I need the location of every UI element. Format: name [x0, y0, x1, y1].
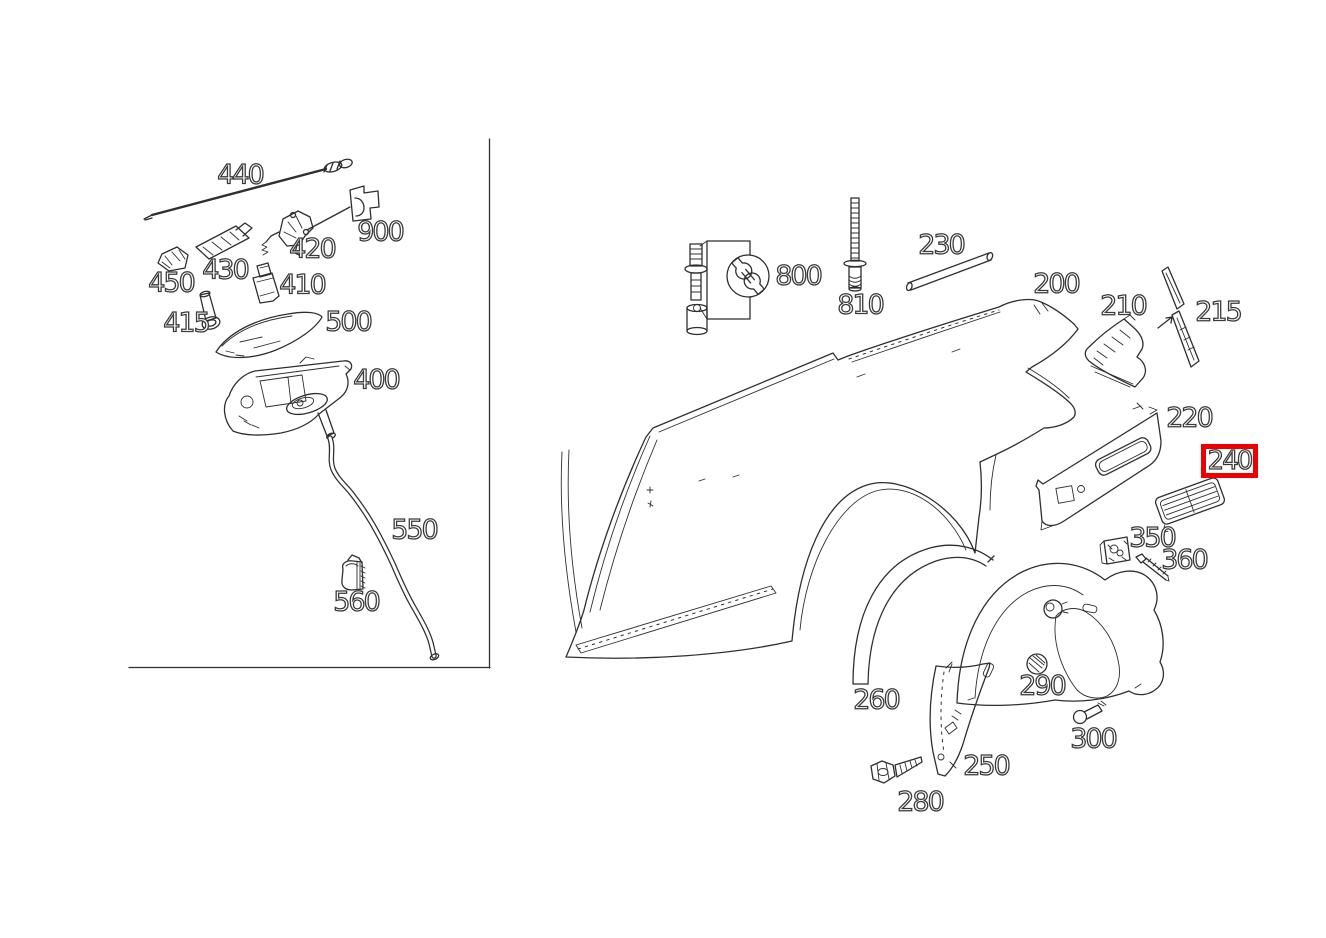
part-label-550[interactable]: 550	[391, 514, 440, 546]
part-label-360[interactable]: 360	[1161, 544, 1210, 576]
part-label-240: 240	[1207, 446, 1254, 476]
screw-360-drawing	[1135, 553, 1170, 582]
bracket-350-drawing	[1099, 536, 1131, 565]
part-label-560[interactable]: 560	[333, 586, 382, 618]
part-label-420[interactable]: 420	[289, 233, 338, 265]
vent-grille-240-drawing	[1154, 477, 1226, 533]
filler-housing-400-drawing	[223, 356, 353, 440]
part-label-400[interactable]: 400	[353, 364, 402, 396]
drain-hose-550-drawing	[327, 435, 440, 661]
part-label-410[interactable]: 410	[279, 269, 328, 301]
hinge-bracket-430-drawing	[195, 222, 253, 260]
wrench-icon	[731, 257, 765, 295]
part-label-900[interactable]: 900	[357, 216, 406, 248]
part-label-250[interactable]: 250	[963, 750, 1012, 782]
release-mechanism-420-drawing	[261, 210, 314, 257]
bracket-900-drawing	[306, 185, 380, 231]
sleeve-230-drawing	[905, 251, 994, 292]
part-label-430[interactable]: 430	[202, 254, 251, 286]
hose-clip-560-drawing	[341, 554, 366, 591]
plug-300-drawing	[1072, 700, 1107, 725]
part-label-440[interactable]: 440	[217, 159, 266, 191]
group-frame	[128, 138, 491, 669]
clip-450-drawing	[157, 246, 189, 272]
rivet-810-drawing	[843, 197, 867, 292]
trim-strip-215-drawing	[1157, 266, 1200, 368]
highlighted-part-240-box[interactable]: 240	[1201, 444, 1258, 478]
part-label-800[interactable]: 800	[775, 260, 824, 292]
part-label-215[interactable]: 215	[1195, 296, 1244, 328]
part-label-200[interactable]: 200	[1033, 268, 1082, 300]
part-label-350[interactable]: 350	[1129, 522, 1178, 554]
part-label-230[interactable]: 230	[918, 229, 967, 261]
filler-flap-500-drawing	[215, 311, 323, 359]
part-label-210[interactable]: 210	[1100, 290, 1149, 322]
grommet-290	[1026, 653, 1048, 675]
pivot-pin-415-drawing	[199, 290, 221, 330]
part-label-260[interactable]: 260	[853, 684, 902, 716]
wheel-house-290-drawing	[956, 562, 1165, 707]
actuator-410-drawing	[252, 262, 280, 304]
part-label-450[interactable]: 450	[148, 267, 197, 299]
part-label-220[interactable]: 220	[1166, 402, 1215, 434]
part-label-415[interactable]: 415	[163, 307, 212, 339]
part-label-280[interactable]: 280	[897, 786, 946, 818]
gusset-210-drawing	[1084, 314, 1147, 388]
part-label-810[interactable]: 810	[837, 289, 886, 321]
part-label-500[interactable]: 500	[325, 306, 374, 338]
arch-bracket-250-drawing	[929, 661, 991, 777]
arch-liner-260-drawing	[852, 544, 995, 685]
release-cable-440-drawing	[143, 158, 353, 221]
note-800-drawing	[684, 240, 770, 336]
quarter-panel-200-drawing	[560, 298, 1079, 659]
part-label-300[interactable]: 300	[1070, 723, 1119, 755]
part-label-290[interactable]: 290	[1019, 670, 1068, 702]
rocker-rail-220-drawing	[1035, 402, 1162, 531]
screw-280-drawing	[870, 756, 923, 784]
